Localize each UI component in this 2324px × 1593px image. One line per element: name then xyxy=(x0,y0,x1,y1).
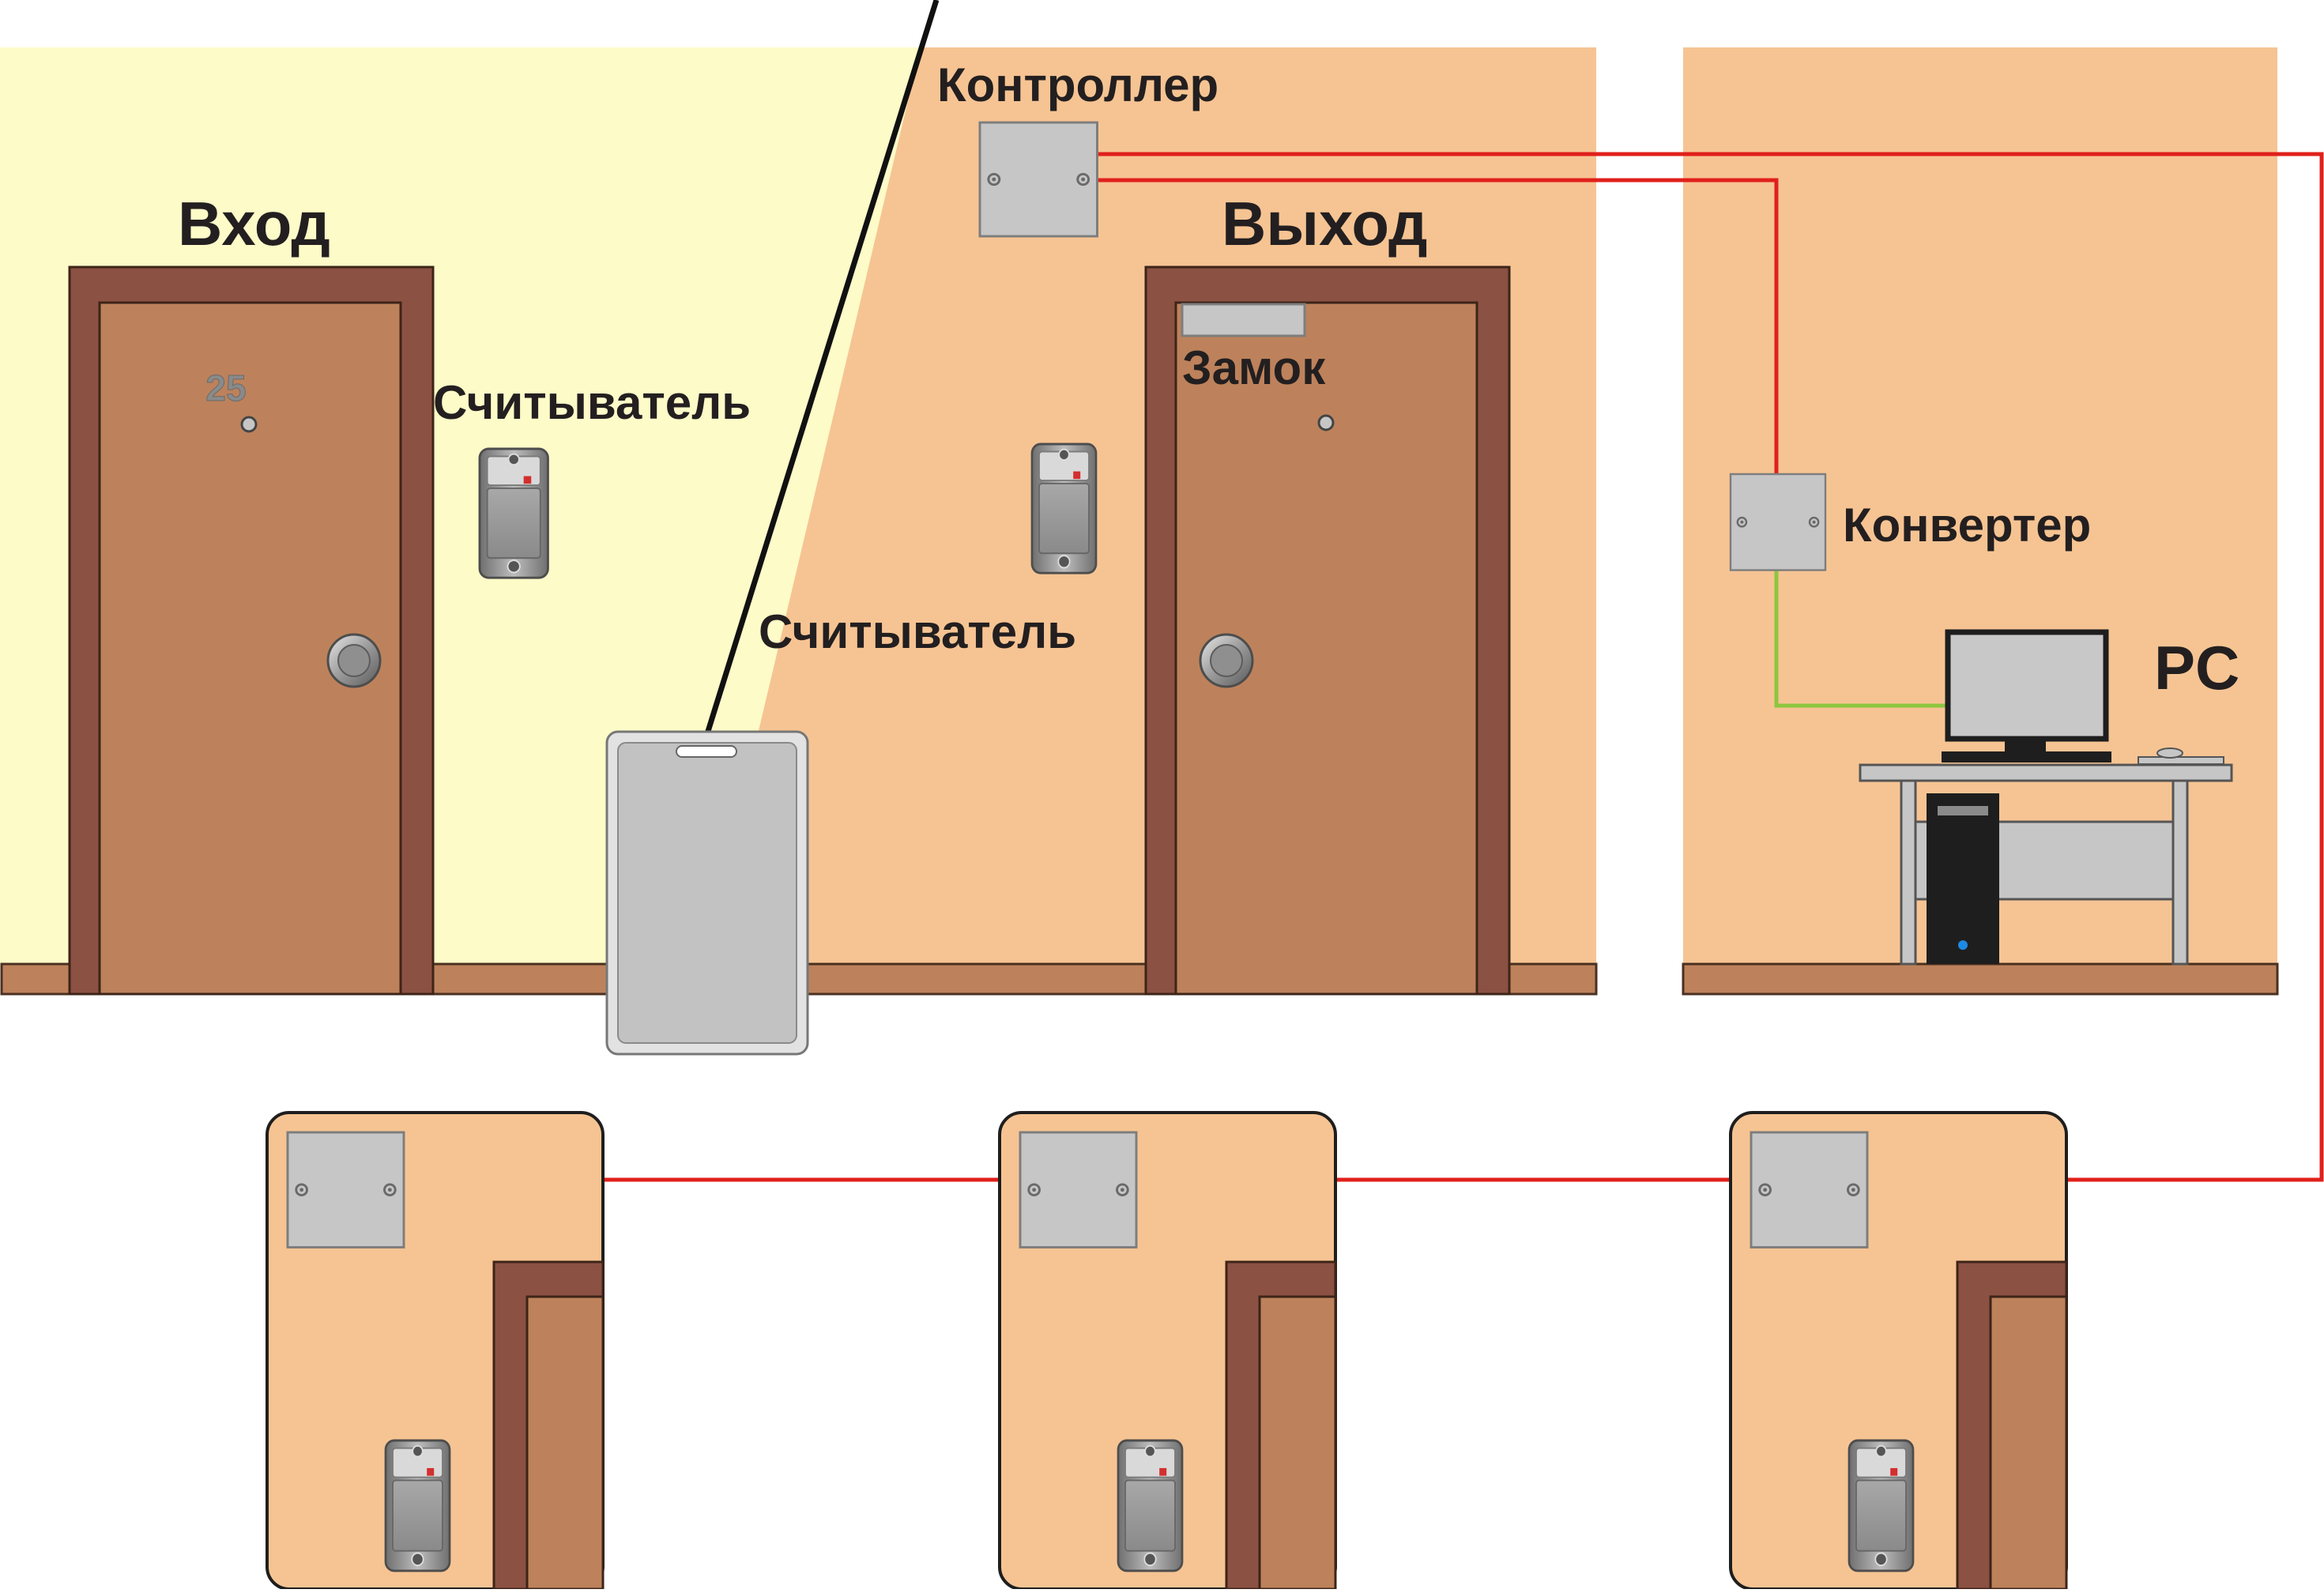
peephole-icon xyxy=(1317,414,1335,431)
door-knob-icon xyxy=(1199,633,1254,688)
label-pc: PC xyxy=(2154,633,2239,702)
card-reader-icon xyxy=(478,447,549,579)
remote-panel-3 xyxy=(1729,1111,2068,1591)
desk-leg-left xyxy=(1900,779,1917,966)
converter-link-line xyxy=(1097,178,1779,474)
door-leaf-fragment xyxy=(1258,1295,1337,1591)
label-entrance: Вход xyxy=(178,189,330,258)
door-leaf-fragment xyxy=(1989,1295,2068,1591)
label-lock: Замок xyxy=(1182,341,1326,394)
bus-line-top xyxy=(1097,152,2324,1182)
monitor xyxy=(1945,629,2109,742)
card-reader-icon xyxy=(1117,1439,1184,1572)
mouse xyxy=(2156,748,2183,759)
floor-strip-right xyxy=(1682,962,2279,996)
partition-line xyxy=(702,0,940,740)
card-reader-icon xyxy=(384,1439,451,1572)
desk-top xyxy=(1859,763,2233,782)
label-converter: Конвертер xyxy=(1843,499,2091,552)
usb-line xyxy=(1774,571,1948,708)
lock-bar-icon xyxy=(1181,303,1306,337)
label-controller: Контроллер xyxy=(937,58,1218,111)
door-knob-icon xyxy=(326,633,382,688)
card-reader-icon xyxy=(1030,442,1098,574)
controller-box-icon xyxy=(1750,1131,1869,1248)
label-exit: Выход xyxy=(1222,189,1428,258)
controller-box-icon xyxy=(1019,1131,1138,1248)
bottom-panels xyxy=(266,1111,2068,1591)
label-reader-left: Считыватель xyxy=(433,376,751,429)
power-led-icon xyxy=(1958,940,1968,950)
exit-door xyxy=(1144,266,1511,996)
door-leaf-fragment xyxy=(525,1295,605,1591)
entrance-door: 25 xyxy=(68,266,435,996)
label-reader-center: Считыватель xyxy=(759,605,1076,658)
labels: Вход Выход Контроллер Считыватель Считыв… xyxy=(178,58,2239,702)
keyboard xyxy=(2138,756,2224,765)
remote-panel-1 xyxy=(266,1111,605,1591)
converter-box-icon xyxy=(1729,473,1827,571)
door-number: 25 xyxy=(205,367,246,409)
card-reader-icon xyxy=(1848,1439,1915,1572)
desk-leg-right xyxy=(2171,779,2189,966)
peephole-icon xyxy=(240,416,258,433)
proximity-card-icon xyxy=(605,730,809,1056)
controller-box-icon xyxy=(978,121,1098,238)
desktop-computer-icon xyxy=(1859,629,2233,966)
pc-tower xyxy=(1927,793,1999,964)
remote-panel-2 xyxy=(998,1111,1337,1591)
controller-box-icon xyxy=(286,1131,405,1248)
